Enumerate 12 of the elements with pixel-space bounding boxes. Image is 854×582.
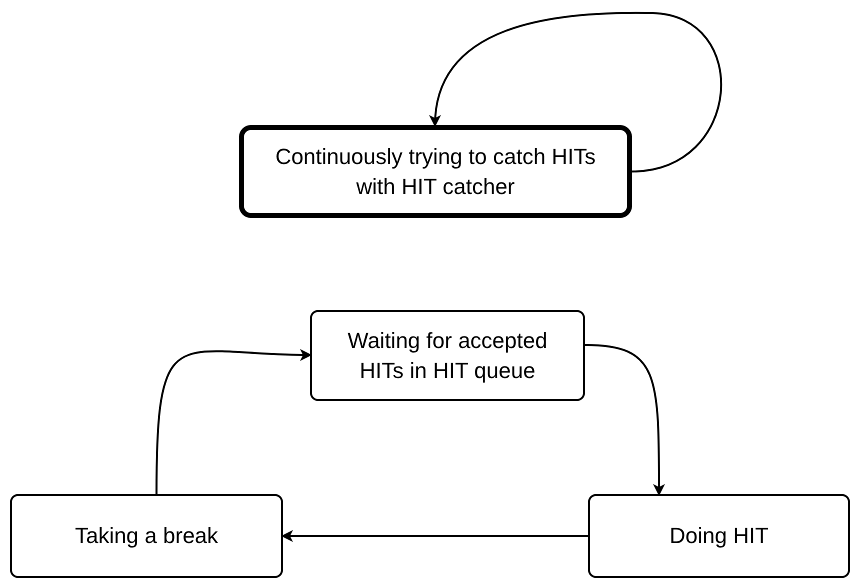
arrow [281,530,588,542]
state-box [310,310,585,401]
state-box [239,125,632,218]
arrow [156,348,312,494]
state-label: Doing HIT [669,522,769,550]
state-box [588,494,850,578]
state-box [10,494,283,578]
state-label: Continuously trying to catch HITs with HIT catcher [274,142,597,200]
state-label: Taking a break [74,522,218,550]
arrow [430,12,722,172]
state-label: Waiting for accepted HITs in HIT queue [346,326,548,385]
arrow [584,344,665,496]
